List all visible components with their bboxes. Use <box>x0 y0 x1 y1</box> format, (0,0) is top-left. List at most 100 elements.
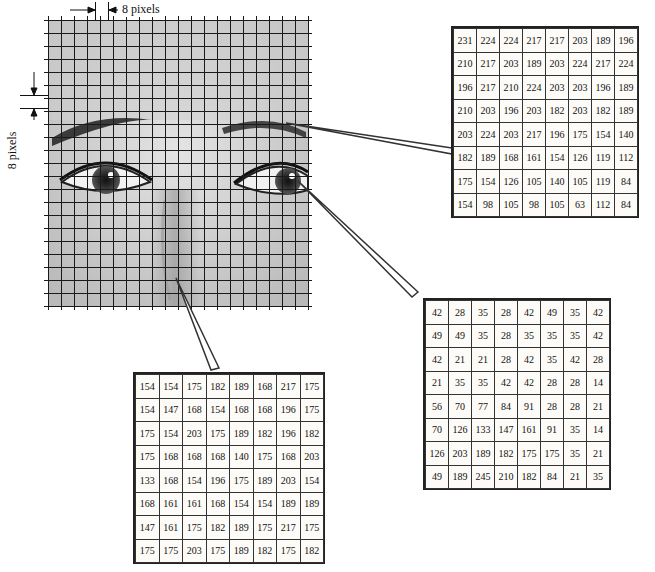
pixel-value: 182 <box>545 99 569 124</box>
pixel-value: 189 <box>229 515 254 540</box>
pixel-value: 189 <box>448 465 472 490</box>
pixel-value: 168 <box>206 492 231 517</box>
pixel-value: 70 <box>425 418 449 443</box>
pixel-value: 49 <box>448 324 472 349</box>
pixel-value: 217 <box>276 374 301 399</box>
pixel-value: 196 <box>276 398 301 423</box>
pixel-value: 35 <box>517 324 541 349</box>
pixel-value: 21 <box>586 394 610 419</box>
pixel-value: 189 <box>229 374 254 399</box>
pixel-value: 175 <box>206 421 231 446</box>
pixel-value: 196 <box>614 28 638 53</box>
pixel-value: 147 <box>135 515 160 540</box>
dimension-marks <box>20 2 118 120</box>
pixel-value: 119 <box>591 169 615 194</box>
pixel-value: 28 <box>563 371 587 396</box>
pixel-value: 154 <box>135 374 160 399</box>
pixel-value: 168 <box>135 492 160 517</box>
pixel-value: 35 <box>540 347 564 372</box>
pixel-value: 98 <box>476 193 500 218</box>
pixel-value: 182 <box>453 146 477 171</box>
pixel-value: 28 <box>494 347 518 372</box>
pixel-value: 49 <box>425 465 449 490</box>
pixel-value: 189 <box>229 421 254 446</box>
grid-line <box>44 215 312 216</box>
grid-line <box>44 59 312 60</box>
pixel-value: 182 <box>253 539 278 564</box>
eye-pixel-table: 4228352842493542494935283535354242212128… <box>423 298 611 490</box>
pixel-value: 189 <box>522 52 546 77</box>
pixel-value: 35 <box>563 324 587 349</box>
pixel-value: 196 <box>453 75 477 100</box>
pixel-value: 224 <box>614 52 638 77</box>
pixel-value: 49 <box>540 300 564 325</box>
pixel-value: 217 <box>476 52 500 77</box>
pixel-value: 196 <box>206 468 231 493</box>
pixel-value: 175 <box>206 539 231 564</box>
pixel-value: 161 <box>182 492 207 517</box>
pixel-value: 21 <box>563 465 587 490</box>
pixel-value: 21 <box>425 371 449 396</box>
pixel-value: 175 <box>182 374 207 399</box>
pixel-value: 154 <box>253 492 278 517</box>
pixel-value: 28 <box>563 394 587 419</box>
pixel-value: 112 <box>591 193 615 218</box>
pixel-value: 210 <box>453 99 477 124</box>
pixel-value: 175 <box>253 515 278 540</box>
pixel-value: 35 <box>563 441 587 466</box>
pixel-value: 154 <box>159 421 184 446</box>
pixel-value: 196 <box>545 122 569 147</box>
pixel-value: 35 <box>448 371 472 396</box>
grid-line <box>44 150 312 151</box>
pixel-value: 168 <box>253 374 278 399</box>
pixel-value: 175 <box>300 515 325 540</box>
pixel-value: 84 <box>540 465 564 490</box>
pixel-value: 203 <box>568 75 592 100</box>
pixel-value: 182 <box>517 465 541 490</box>
pixel-value: 217 <box>545 28 569 53</box>
pixel-value: 182 <box>206 515 231 540</box>
pixel-value: 63 <box>568 193 592 218</box>
pixel-value: 189 <box>276 492 301 517</box>
pixel-value: 189 <box>591 28 615 53</box>
pixel-value: 168 <box>182 398 207 423</box>
pixel-value: 203 <box>499 52 523 77</box>
pixel-value: 189 <box>476 146 500 171</box>
grid-line <box>44 85 312 86</box>
pixel-value: 98 <box>522 193 546 218</box>
pixel-value: 21 <box>448 347 472 372</box>
pixel-value: 175 <box>453 169 477 194</box>
pixel-value: 35 <box>563 300 587 325</box>
pixel-value: 196 <box>276 421 301 446</box>
pixel-value: 42 <box>425 300 449 325</box>
pixel-value: 175 <box>159 539 184 564</box>
pixel-value: 182 <box>300 539 325 564</box>
pixel-value: 168 <box>206 445 231 470</box>
pixel-value: 35 <box>471 300 495 325</box>
pixel-value: 203 <box>476 99 500 124</box>
pixel-value: 84 <box>494 394 518 419</box>
pixel-value: 203 <box>568 99 592 124</box>
pixel-value: 189 <box>300 492 325 517</box>
pixel-value: 168 <box>159 445 184 470</box>
pixel-value: 42 <box>425 347 449 372</box>
pixel-value: 203 <box>276 468 301 493</box>
pixel-value: 217 <box>522 122 546 147</box>
pixel-value: 168 <box>253 398 278 423</box>
pixel-value: 42 <box>494 371 518 396</box>
pixel-value: 182 <box>206 374 231 399</box>
pixel-value: 126 <box>425 441 449 466</box>
pixel-value: 105 <box>499 193 523 218</box>
pixel-value: 105 <box>545 193 569 218</box>
dimension-label: 8 pixels <box>121 2 161 17</box>
pixel-value: 189 <box>614 75 638 100</box>
pixel-value: 168 <box>229 398 254 423</box>
pixel-value: 189 <box>253 468 278 493</box>
grid-line <box>44 137 312 138</box>
grid-line <box>44 241 312 242</box>
pixel-value: 154 <box>476 169 500 194</box>
pixel-value: 175 <box>253 445 278 470</box>
pixel-value: 168 <box>499 146 523 171</box>
pixel-value: 203 <box>448 441 472 466</box>
grid-line <box>44 176 312 177</box>
